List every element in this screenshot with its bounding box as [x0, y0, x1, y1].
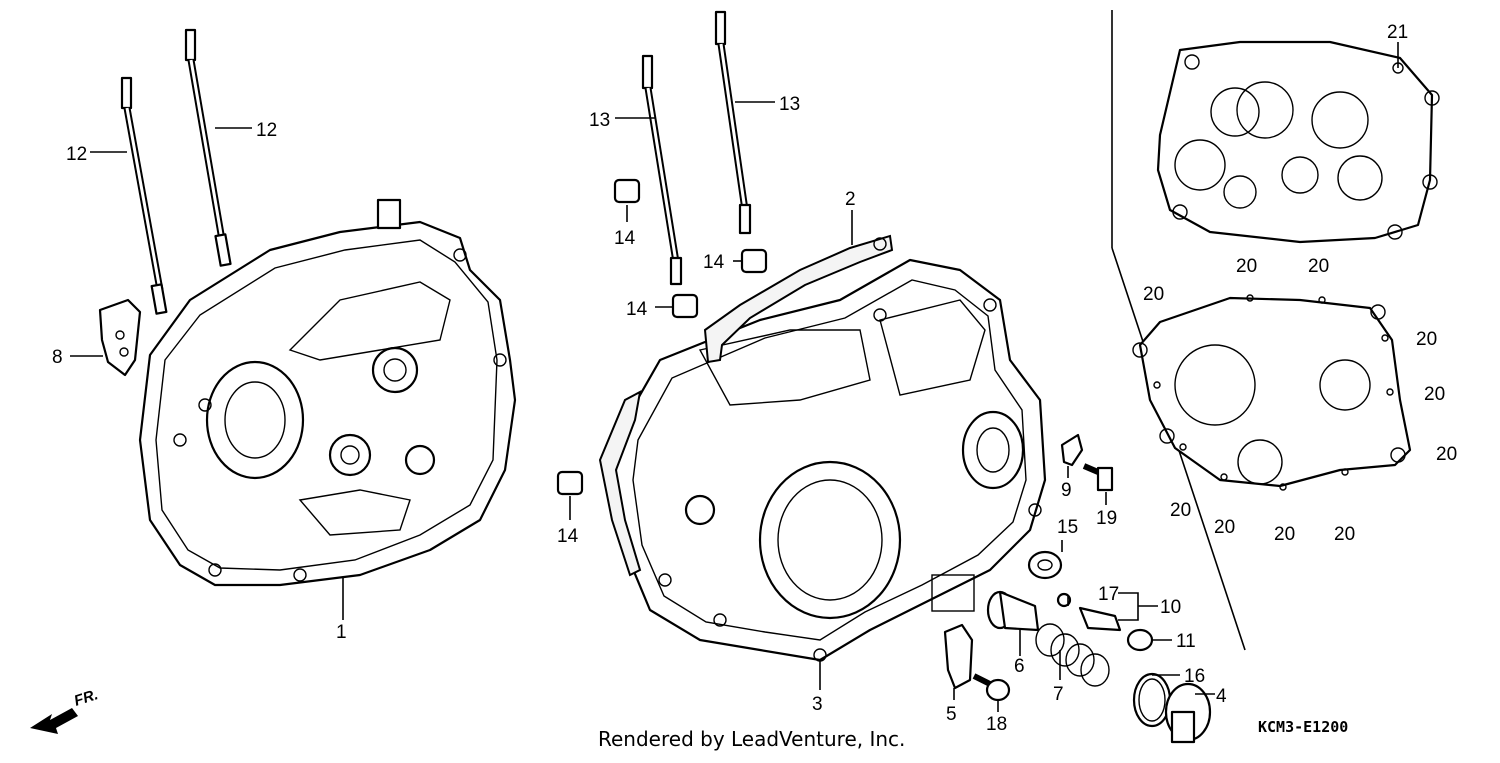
callout-20-8: 20 [1214, 517, 1235, 538]
dowel-pin-d[interactable] [556, 470, 584, 496]
stud-bolt-right-b[interactable] [714, 10, 752, 235]
bearing-15[interactable] [1027, 550, 1063, 580]
bracket-8[interactable] [98, 298, 142, 377]
stud-bolt-right-a[interactable] [641, 54, 683, 286]
leader-lines [70, 42, 1399, 712]
callout-20-10: 20 [1334, 524, 1355, 545]
cover-inset-top [1156, 40, 1440, 244]
callout-8: 8 [52, 347, 63, 368]
callout-9: 9 [1061, 480, 1072, 501]
callout-20-5: 20 [1424, 384, 1445, 405]
callout-15: 15 [1057, 517, 1078, 538]
callout-13b: 13 [779, 94, 800, 115]
callout-14a: 14 [614, 228, 636, 249]
callout-14c: 14 [626, 299, 648, 320]
callout-20-7: 20 [1170, 500, 1191, 521]
right-crankcase[interactable] [613, 258, 1047, 662]
bolt-19[interactable] [1082, 463, 1114, 492]
callout-11: 11 [1176, 631, 1196, 652]
callout-20-1: 20 [1143, 284, 1164, 305]
o-ring-16[interactable] [1132, 672, 1172, 728]
drain-plug-4[interactable] [1164, 682, 1212, 744]
front-direction-arrow: FR. [30, 686, 100, 734]
callout-20-9: 20 [1274, 524, 1295, 545]
stud-bolt-left-b[interactable] [184, 28, 232, 267]
callout-3: 3 [812, 694, 823, 715]
callout-10: 10 [1160, 597, 1181, 618]
callout-20-3: 20 [1308, 256, 1329, 277]
callout-20-4: 20 [1416, 329, 1437, 350]
callout-18: 18 [986, 714, 1007, 735]
callout-5: 5 [946, 704, 957, 725]
cap-11[interactable] [1126, 628, 1154, 652]
left-crankcase[interactable] [138, 198, 517, 587]
callout-21: 21 [1387, 22, 1408, 43]
dowel-pin-b[interactable] [740, 248, 768, 274]
dowel-pin-a[interactable] [613, 178, 641, 204]
callout-7: 7 [1053, 684, 1064, 705]
callout-17: 17 [1098, 584, 1119, 605]
callout-numbers: 1 2 3 4 5 6 7 8 9 10 11 12 12 13 13 14 1… [52, 22, 1457, 735]
callout-14d: 14 [557, 526, 579, 547]
callout-2: 2 [845, 189, 856, 210]
front-direction-label: FR. [72, 686, 100, 710]
cover-inset-bottom [1132, 294, 1412, 491]
bolt-18[interactable] [972, 673, 1011, 702]
dowel-pin-c[interactable] [671, 293, 699, 319]
spring-7[interactable] [1035, 623, 1110, 687]
callout-19: 19 [1096, 508, 1117, 529]
switch-10[interactable] [1056, 592, 1122, 632]
clip-9[interactable] [1060, 433, 1084, 467]
stud-bolt-left-a[interactable] [120, 76, 168, 315]
callout-14b: 14 [703, 252, 725, 273]
crankcase-gasket[interactable] [598, 234, 894, 577]
shaft-6[interactable] [986, 590, 1040, 632]
callout-20-6: 20 [1436, 444, 1457, 465]
callout-6: 6 [1014, 656, 1025, 677]
callout-4: 4 [1216, 686, 1227, 707]
callout-1: 1 [336, 622, 347, 643]
footer-credit: Rendered by LeadVenture, Inc. [598, 727, 905, 751]
callout-20-2: 20 [1236, 256, 1257, 277]
callout-12b: 12 [256, 120, 277, 141]
callout-12a: 12 [66, 144, 87, 165]
callout-13a: 13 [589, 110, 610, 131]
bracket-5[interactable] [943, 623, 974, 690]
diagram-code: KCM3-E1200 [1258, 718, 1348, 736]
callout-16: 16 [1184, 666, 1205, 687]
